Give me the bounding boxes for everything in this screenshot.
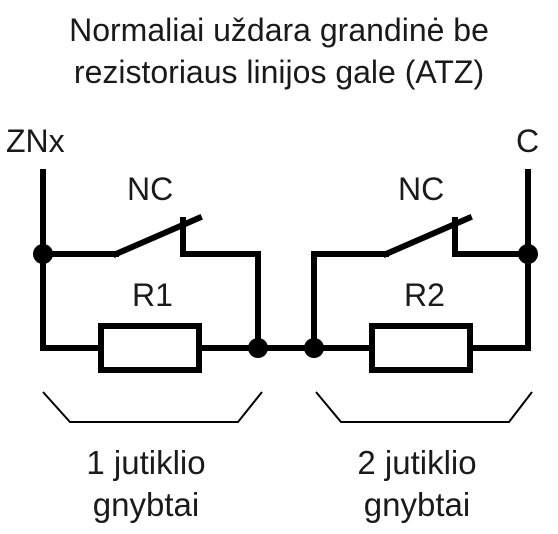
nc1-switch-blade	[112, 214, 203, 258]
junction-dot	[304, 338, 324, 358]
sensor2-label-line2: gnybtai	[364, 486, 470, 523]
terminal-label-c: C	[516, 123, 539, 159]
sensor1-label-line1: 1 jutiklio	[86, 444, 205, 481]
diagram-title-line1: Normaliai uždara grandinė be	[69, 12, 489, 48]
resistor-r2-label: R2	[404, 277, 445, 313]
sensor2-label-line1: 2 jutiklio	[357, 444, 476, 481]
nc2-label: NC	[398, 171, 444, 207]
nc2-left-wire	[311, 251, 389, 351]
sensor2-bracket	[315, 391, 533, 423]
terminal-label-znx: ZNx	[6, 123, 65, 159]
junction-dot	[248, 338, 268, 358]
nc1-right-wire	[180, 217, 261, 351]
sensor1-bracket	[42, 391, 263, 423]
nc2-right-wire	[452, 217, 531, 257]
nc1-label: NC	[127, 171, 173, 207]
junction-dot	[33, 244, 53, 264]
resistor-r1-label: R1	[132, 277, 173, 313]
resistor-r2	[369, 323, 473, 373]
junction-dot	[518, 244, 538, 264]
resistor-r1	[98, 323, 202, 373]
sensor1-label-line2: gnybtai	[93, 486, 199, 523]
left-lead-wire	[40, 169, 104, 351]
diagram-title-line2: rezistoriaus linijos gale (ATZ)	[73, 54, 485, 90]
right-lead-wire	[467, 169, 531, 351]
